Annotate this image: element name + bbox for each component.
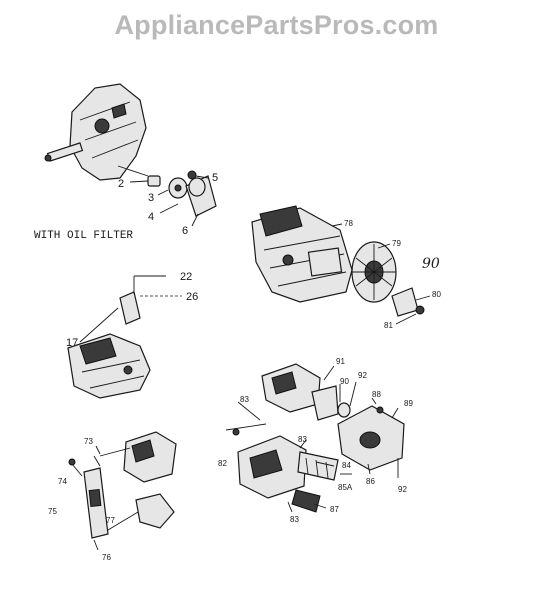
caption-with-oil-filter: WITH OIL FILTER: [34, 230, 133, 242]
label-76: 76: [102, 553, 111, 562]
label-80: 80: [432, 290, 441, 299]
label-79: 79: [392, 239, 401, 248]
label-91: 91: [336, 357, 345, 366]
label-26: 26: [186, 291, 198, 303]
label-2: 2: [118, 178, 124, 190]
label-17: 17: [66, 337, 78, 349]
label-5: 5: [212, 172, 218, 184]
control-panel-assembly: [68, 431, 177, 551]
label-81: 81: [384, 321, 393, 330]
label-4: 4: [148, 211, 154, 223]
label-74: 74: [58, 477, 67, 486]
label-92-upper: 92: [358, 371, 367, 380]
intake-assembly: [225, 363, 405, 513]
label-92-lower: 92: [398, 485, 407, 494]
label-3: 3: [148, 192, 154, 204]
filter-block-assembly: [67, 275, 182, 399]
label-6: 6: [182, 225, 188, 237]
label-89: 89: [404, 399, 413, 408]
label-84: 84: [342, 461, 351, 470]
watermark: AppliancePartsPros.com: [114, 10, 439, 40]
label-22: 22: [180, 271, 192, 283]
label-73: 73: [84, 437, 93, 446]
label-83-top: 83: [240, 395, 249, 404]
crankcase-flywheel-assembly: [251, 205, 431, 325]
label-88: 88: [372, 390, 381, 399]
label-87: 87: [330, 505, 339, 514]
label-83-middle: 83: [298, 435, 307, 444]
label-82: 82: [218, 459, 227, 468]
label-85a: 85A: [338, 483, 353, 492]
label-86: 86: [366, 477, 375, 486]
label-83-bottom: 83: [290, 515, 299, 524]
engine-block-oil-filter: [44, 83, 217, 227]
handwritten-90: 90: [422, 256, 440, 272]
label-78: 78: [344, 219, 353, 228]
label-75: 75: [48, 507, 57, 516]
label-77: 77: [106, 516, 115, 525]
label-90: 90: [340, 377, 349, 386]
